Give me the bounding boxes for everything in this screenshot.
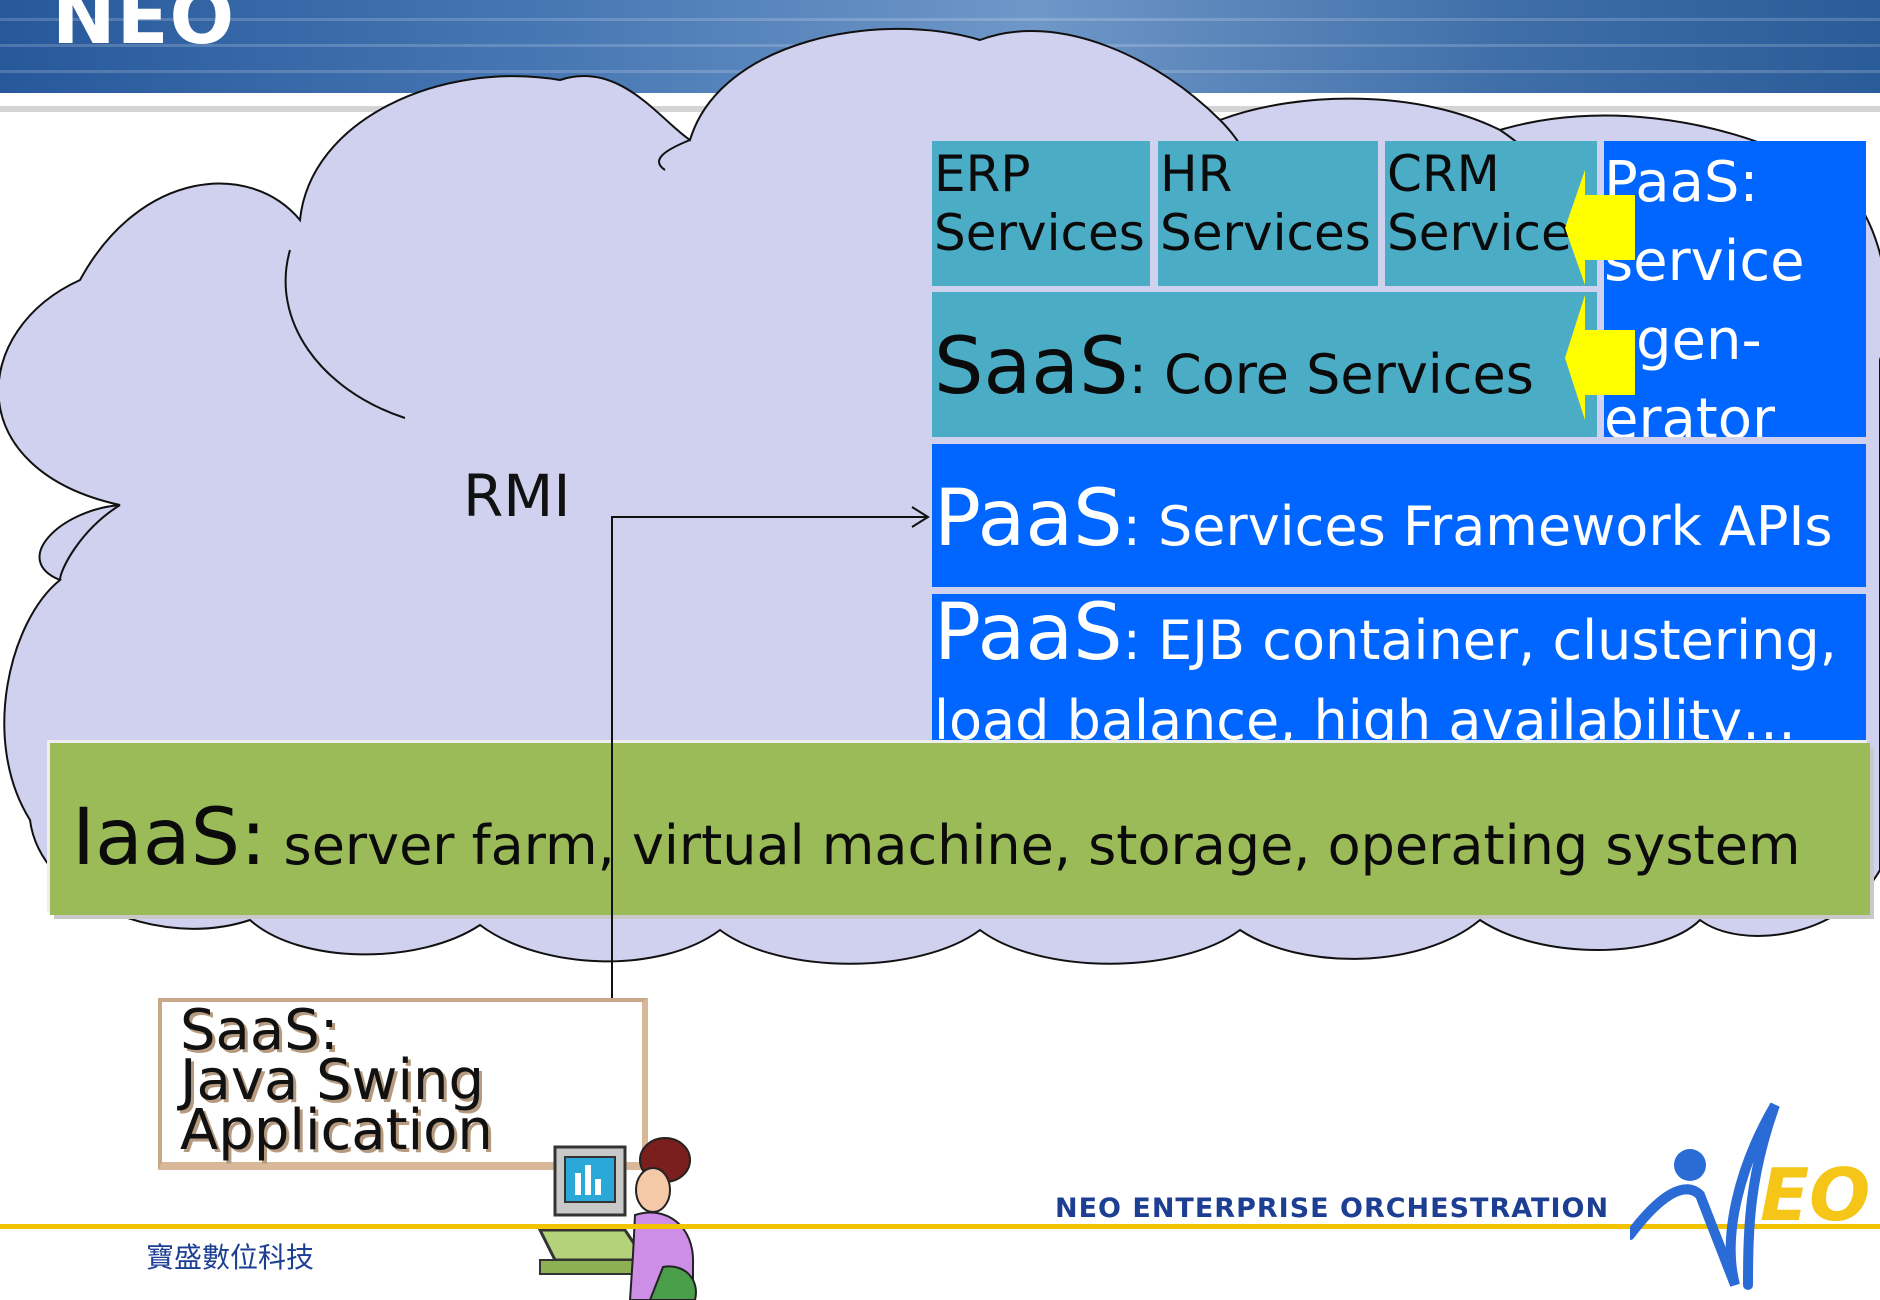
footer-org-name: NEO ENTERPRISE ORCHESTRATION — [1055, 1193, 1610, 1224]
iaas-prefix: IaaS: — [72, 793, 267, 883]
paas-ejb-text: : EJB container, clustering, — [1122, 609, 1837, 672]
user-computer-icon — [537, 1137, 697, 1300]
erp-suffix: Services — [934, 204, 1145, 262]
arrow-left-icon — [1565, 170, 1635, 420]
hr-label: HR — [1160, 145, 1233, 203]
saas-core-text: : Core Services — [1128, 343, 1534, 406]
saas-client-box: SaaS: Java Swing Application — [158, 998, 648, 1170]
saas-core-box: SaaS: Core Services — [932, 292, 1597, 437]
paas-gen-line1: service — [1604, 229, 1805, 294]
client-line3: Application — [180, 1098, 493, 1163]
paas-framework-prefix: PaaS — [934, 474, 1123, 564]
paas-gen-colon: : — [1739, 150, 1759, 215]
rmi-label: RMI — [463, 462, 571, 530]
hr-services-box: HR Services — [1158, 141, 1378, 286]
client-line1: SaaS: — [180, 998, 339, 1063]
paas-framework-box: PaaS: Services Framework APIs — [932, 444, 1866, 587]
erp-services-box: ERP Services — [932, 141, 1150, 286]
crm-services-box: CRM Service — [1385, 141, 1597, 286]
client-line2: Java Swing — [180, 1048, 485, 1113]
paas-ejb-prefix: PaaS — [934, 594, 1123, 678]
paas-gen-line3: erator — [1604, 387, 1776, 437]
footer-company-name: 寶盛數位科技 — [146, 1241, 315, 1274]
paas-framework-text: : Services Framework APIs — [1122, 495, 1833, 558]
header-streak — [0, 18, 1880, 21]
footer-rule — [0, 1224, 1880, 1229]
logo-text: EO — [1760, 1153, 1870, 1237]
iaas-text: server farm, virtual machine, storage, o… — [266, 814, 1801, 877]
paas-ejb-box: PaaS: EJB container, clustering, load ba… — [932, 594, 1866, 740]
saas-core-prefix: SaaS — [934, 322, 1129, 412]
hr-suffix: Services — [1160, 204, 1371, 262]
header-title: NEO — [52, 0, 236, 61]
neo-logo-icon: EO — [1630, 1102, 1870, 1290]
erp-label: ERP — [934, 145, 1031, 203]
crm-label: CRM — [1387, 145, 1500, 203]
paas-gen-line2: gen- — [1636, 308, 1762, 373]
crm-suffix: Service — [1387, 204, 1572, 262]
paas-ejb-line2: load balance, high availability… — [934, 689, 1797, 741]
paas-generator-box: PaaS: service gen- erator — [1604, 141, 1866, 437]
iaas-box: IaaS: server farm, virtual machine, stor… — [50, 743, 1870, 915]
